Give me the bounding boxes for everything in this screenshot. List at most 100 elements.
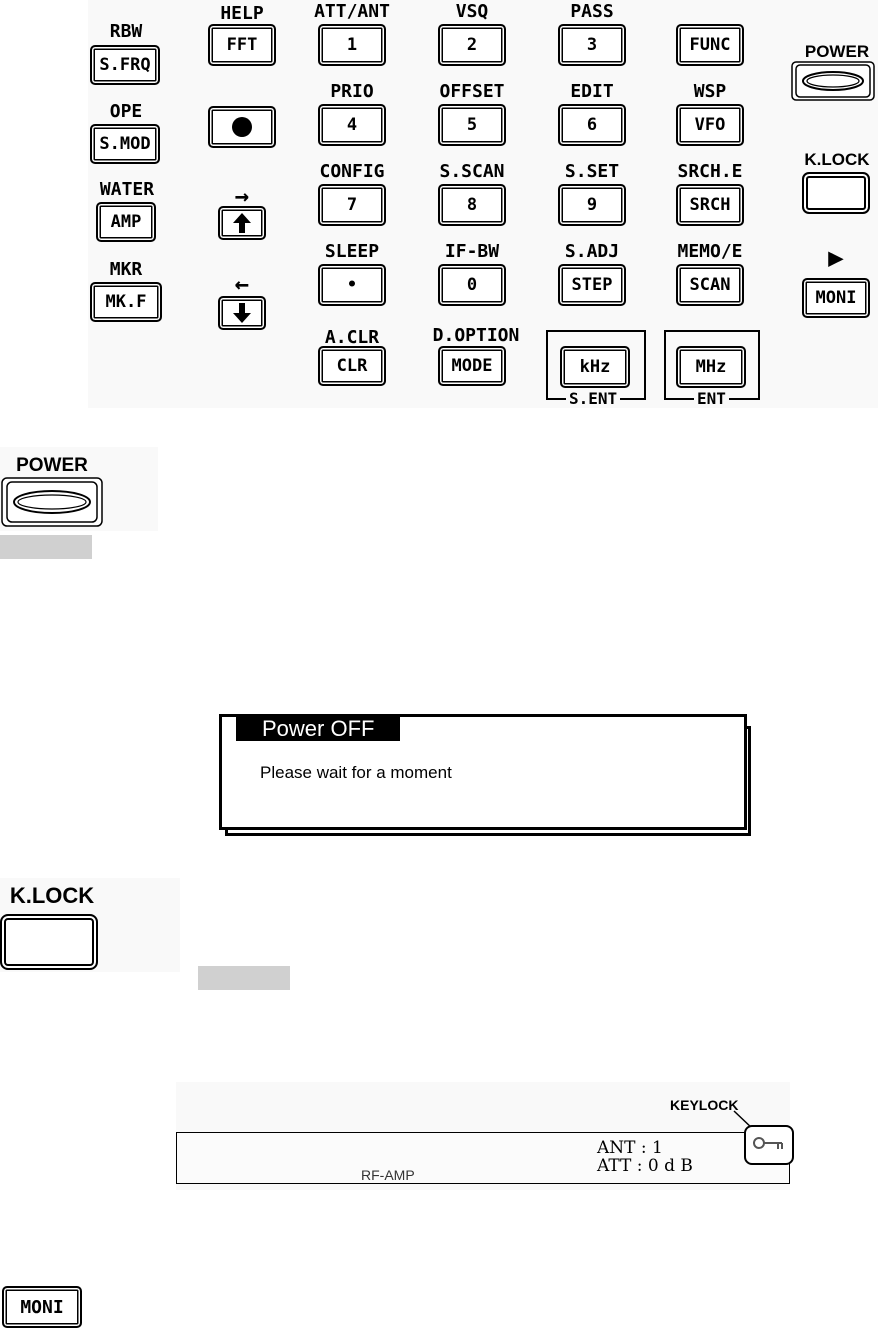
keylock-label: KEYLOCK [670, 1097, 739, 1113]
grid-label-15: MEMO/E [677, 241, 743, 262]
amp-button[interactable]: AMP [96, 202, 156, 242]
grid-key-12[interactable]: • [318, 264, 386, 306]
clr-button[interactable]: CLR [318, 346, 386, 386]
ant-text: ANT : 1 [597, 1138, 663, 1158]
khz-text: kHz [579, 357, 611, 377]
power-off-dialog: Power OFF Please wait for a moment [219, 714, 753, 836]
grid-label-6: EDIT [570, 81, 614, 102]
klock-grey-bar [198, 966, 290, 990]
amp-text: AMP [110, 212, 142, 232]
left-arrow-label: ← [234, 270, 250, 298]
grid-label-4: PRIO [330, 81, 374, 102]
k-lock-button[interactable] [802, 172, 870, 214]
mode-button[interactable]: MODE [438, 346, 506, 386]
mode-text: MODE [451, 356, 493, 376]
grid-label-14: S.ADJ [564, 241, 620, 262]
play-icon: ▶ [828, 243, 844, 273]
grid-key-3[interactable]: FUNC [676, 24, 744, 66]
keylock-indicator [744, 1125, 794, 1165]
grid-key-text-13: 0 [466, 275, 478, 295]
fft-button[interactable]: FFT [208, 24, 276, 66]
grid-label-8: CONFIG [319, 161, 385, 182]
grid-key-text-6: 6 [586, 115, 598, 135]
grid-key-14[interactable]: STEP [558, 264, 626, 306]
grid-label-9: S.SCAN [439, 161, 505, 182]
s-frq-button[interactable]: S.FRQ [90, 45, 160, 85]
grid-key-text-10: 9 [586, 195, 598, 215]
grid-key-7[interactable]: VFO [676, 104, 744, 146]
grid-key-text-1: 2 [466, 35, 478, 55]
dialog-body: Power OFF Please wait for a moment [219, 714, 747, 830]
status-bar: RF-AMP ANT : 1 ATT : 0 d B [176, 1132, 790, 1184]
grid-key-text-7: VFO [694, 115, 726, 135]
grid-key-text-8: 7 [346, 195, 358, 215]
grid-label-13: IF-BW [444, 241, 500, 262]
grid-label-12: SLEEP [324, 241, 380, 262]
grid-key-15[interactable]: SCAN [676, 264, 744, 306]
grid-label-5: OFFSET [439, 81, 505, 102]
att-text: ATT : 0 d B [597, 1156, 693, 1176]
power-button[interactable] [790, 60, 876, 102]
ent-label: ENT [694, 390, 729, 408]
moni-text: MONI [815, 288, 857, 308]
khz-button[interactable]: kHz [560, 346, 630, 388]
s-mod-button[interactable]: S.MOD [90, 124, 160, 164]
grid-label-10: S.SET [564, 161, 620, 182]
grid-key-5[interactable]: 5 [438, 104, 506, 146]
klock-section-button [0, 914, 98, 970]
dialog-title: Power OFF [236, 717, 401, 741]
power-section-label: POWER [16, 455, 88, 476]
grid-key-text-3: FUNC [689, 35, 731, 55]
grid-key-10[interactable]: 9 [558, 184, 626, 226]
grid-label-1: VSQ [455, 1, 489, 22]
s-frq-text: S.FRQ [99, 55, 151, 75]
mhz-text: MHz [695, 357, 727, 377]
mhz-button[interactable]: MHz [676, 346, 746, 388]
mk-f-button[interactable]: MK.F [90, 282, 162, 322]
grid-key-0[interactable]: 1 [318, 24, 386, 66]
mkr-label: MKR [109, 259, 143, 280]
rf-amp-text: RF-AMP [361, 1167, 415, 1183]
grid-label-11: SRCH.E [677, 161, 743, 182]
grid-key-text-14: STEP [571, 275, 613, 295]
grid-label-7: WSP [693, 81, 727, 102]
moni-button[interactable]: MONI [802, 278, 870, 318]
clr-text: CLR [336, 356, 368, 376]
grid-key-text-11: SRCH [689, 195, 731, 215]
arrow-up-icon [233, 213, 251, 233]
k-lock-label: K.LOCK [804, 150, 870, 169]
grid-key-9[interactable]: 8 [438, 184, 506, 226]
key-icon [753, 1137, 783, 1149]
grid-key-11[interactable]: SRCH [676, 184, 744, 226]
record-button[interactable] [208, 106, 276, 148]
grid-key-4[interactable]: 4 [318, 104, 386, 146]
grid-key-8[interactable]: 7 [318, 184, 386, 226]
water-label: WATER [99, 179, 155, 200]
s-ent-label: S.ENT [566, 390, 621, 408]
grid-key-text-4: 4 [346, 115, 358, 135]
power-section-button [1, 477, 103, 527]
grid-key-6[interactable]: 6 [558, 104, 626, 146]
grid-key-1[interactable]: 2 [438, 24, 506, 66]
moni-section-button: MONI [2, 1286, 82, 1328]
s-mod-text: S.MOD [99, 134, 151, 154]
grid-key-text-12: • [346, 275, 358, 295]
right-arrow-label: → [234, 182, 250, 210]
a-clr-label: A.CLR [324, 327, 380, 348]
arrow-down-icon [233, 303, 251, 323]
grid-key-text-5: 5 [466, 115, 478, 135]
down-arrow-button[interactable] [218, 296, 266, 330]
grid-key-2[interactable]: 3 [558, 24, 626, 66]
grid-key-text-15: SCAN [689, 275, 731, 295]
ope-label: OPE [109, 101, 143, 122]
up-arrow-button[interactable] [218, 206, 266, 240]
d-option-label: D.OPTION [432, 325, 520, 346]
rbw-label: RBW [109, 21, 143, 42]
moni-section-text: MONI [20, 1296, 64, 1318]
grid-key-13[interactable]: 0 [438, 264, 506, 306]
record-dot-icon [232, 117, 252, 137]
grid-label-2: PASS [570, 1, 614, 22]
grid-key-text-9: 8 [466, 195, 478, 215]
grid-key-text-2: 3 [586, 35, 598, 55]
fft-text: FFT [226, 35, 258, 55]
